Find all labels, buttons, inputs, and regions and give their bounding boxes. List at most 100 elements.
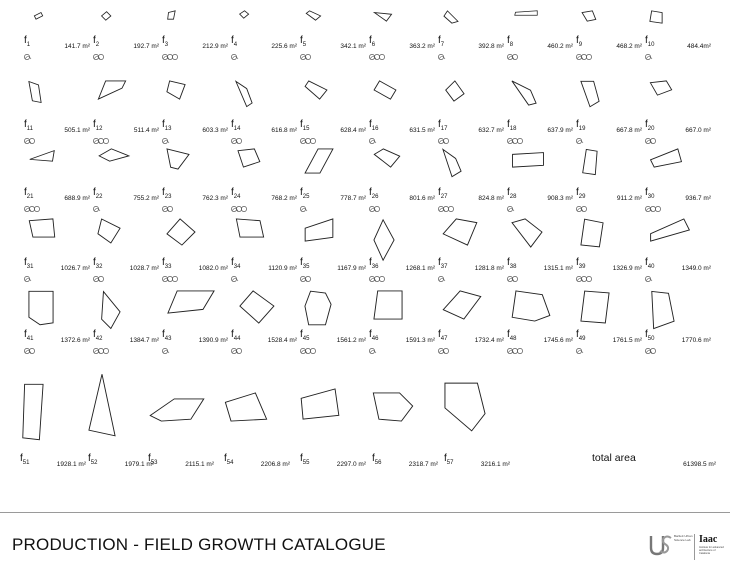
plant-sketch-icon bbox=[507, 200, 525, 218]
plant-sketch-icon bbox=[576, 342, 594, 360]
plant-sketch-icon bbox=[24, 48, 42, 66]
field-area: 212.9 m² bbox=[202, 43, 228, 50]
field-f57: f57 3216.1 m² bbox=[444, 382, 512, 468]
field-area: 225.6 m² bbox=[271, 43, 297, 50]
plant-sketch-icon bbox=[162, 200, 180, 218]
plant-sketch-icon bbox=[300, 342, 318, 360]
field-label: f17 bbox=[438, 119, 448, 133]
field-area: 2206.8 m² bbox=[260, 461, 290, 468]
plant-sketch-icon bbox=[507, 342, 525, 360]
field-area: 141.7 m² bbox=[64, 43, 90, 50]
field-label: f30 bbox=[645, 187, 655, 201]
field-area: 755.2 m² bbox=[133, 195, 159, 202]
plant-sketch-icon bbox=[24, 200, 42, 218]
field-label: f31 bbox=[24, 257, 34, 271]
plant-sketch-icon bbox=[576, 48, 594, 66]
field-area: 2318.7 m² bbox=[408, 461, 438, 468]
plant-sketch-icon bbox=[438, 132, 456, 150]
field-area: 911.2 m² bbox=[616, 195, 642, 202]
plant-sketch-icon bbox=[438, 200, 456, 218]
field-label: f16 bbox=[369, 119, 379, 133]
field-label: f52 bbox=[88, 453, 98, 467]
page-title: PRODUCTION - FIELD GROWTH CATALOGUE bbox=[12, 535, 386, 554]
plant-sketch-icon bbox=[369, 270, 387, 288]
field-label: f40 bbox=[645, 257, 655, 271]
plant-sketch-icon bbox=[300, 200, 318, 218]
plant-sketch-icon bbox=[507, 48, 525, 66]
iaac-logo: Iaac bbox=[699, 534, 718, 545]
total-area-label: total area bbox=[592, 452, 636, 464]
field-area: 1561.2 m² bbox=[336, 337, 366, 344]
field-label: f21 bbox=[24, 187, 34, 201]
field-area: 1028.7 m² bbox=[129, 265, 159, 272]
field-area: 1167.9 m² bbox=[337, 265, 366, 272]
field-f4: f4 225.6 m² bbox=[231, 10, 299, 70]
plant-sketch-icon bbox=[645, 48, 663, 66]
field-area: 628.4 m² bbox=[340, 127, 366, 134]
field-f30: f30 936.7 m² bbox=[645, 148, 713, 212]
field-area: 778.7 m² bbox=[340, 195, 366, 202]
field-area: 1281.8 m² bbox=[474, 265, 504, 272]
field-label: f7 bbox=[438, 35, 445, 49]
plant-sketch-icon bbox=[645, 342, 663, 360]
field-area: 1732.4 m² bbox=[474, 337, 504, 344]
field-label: f38 bbox=[507, 257, 517, 271]
field-area: 1761.5 m² bbox=[612, 337, 642, 344]
field-area: 936.7 m² bbox=[685, 195, 711, 202]
field-area: 2115.1 m² bbox=[185, 461, 214, 468]
field-label: f18 bbox=[507, 119, 517, 133]
ucl-logo-caption: Bartlett Urban Science Lab bbox=[674, 534, 693, 542]
plant-sketch-icon bbox=[507, 270, 525, 288]
field-area: 1591.3 m² bbox=[405, 337, 435, 344]
field-label: f10 bbox=[645, 35, 655, 49]
field-area: 1390.9 m² bbox=[198, 337, 228, 344]
field-label: f11 bbox=[24, 119, 34, 133]
plant-sketch-icon bbox=[645, 132, 663, 150]
plant-sketch-icon bbox=[438, 342, 456, 360]
field-area: 1082.0 m² bbox=[198, 265, 228, 272]
field-label: f19 bbox=[576, 119, 586, 133]
field-label: f41 bbox=[24, 329, 34, 343]
field-label: f56 bbox=[372, 453, 382, 467]
plant-sketch-icon bbox=[300, 48, 318, 66]
field-label: f26 bbox=[369, 187, 379, 201]
field-label: f4 bbox=[231, 35, 238, 49]
field-area: 1384.7 m² bbox=[129, 337, 159, 344]
plant-sketch-icon bbox=[93, 270, 111, 288]
plant-sketch-icon bbox=[300, 270, 318, 288]
field-area: 768.2 m² bbox=[271, 195, 297, 202]
field-area: 616.8 m² bbox=[271, 127, 297, 134]
field-area: 1349.0 m² bbox=[681, 265, 711, 272]
field-area: 3216.1 m² bbox=[480, 461, 510, 468]
field-label: f49 bbox=[576, 329, 586, 343]
field-area: 637.9 m² bbox=[547, 127, 573, 134]
field-area: 1745.6 m² bbox=[543, 337, 573, 344]
plant-sketch-icon bbox=[369, 200, 387, 218]
field-label: f57 bbox=[444, 453, 454, 467]
plant-sketch-icon bbox=[231, 200, 249, 218]
field-area: 632.7 m² bbox=[478, 127, 504, 134]
field-f18: f18 637.9 m² bbox=[507, 80, 575, 144]
field-area: 1120.9 m² bbox=[268, 265, 297, 272]
